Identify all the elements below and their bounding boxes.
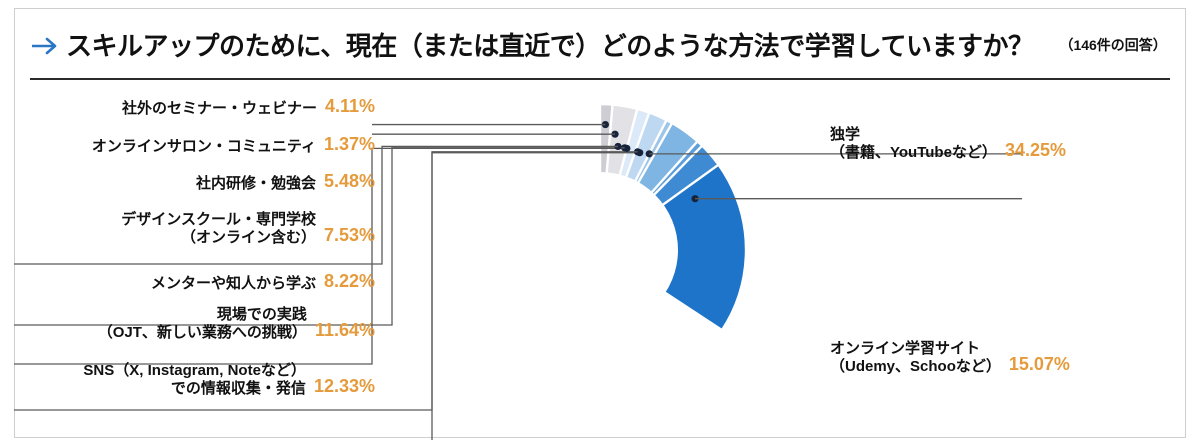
header-divider — [30, 78, 1170, 80]
slice-ojt-leader-line — [14, 151, 638, 411]
donut-hole — [522, 172, 678, 328]
slice-design-school-leader-line — [14, 147, 625, 326]
callout-label-jigaku: 独学 （書籍、YouTubeなど） — [830, 126, 997, 161]
callout-percent-online-salon: 1.37% — [323, 134, 375, 154]
donut-slice-group — [598, 102, 748, 332]
callout-percent-mentor: 8.22% — [323, 271, 375, 291]
callout-label-external-seminar: 社外のセミナー・ウェビナー — [121, 99, 317, 117]
callout-label-internal-training: 社内研修・勉強会 — [195, 174, 316, 192]
callout-slice-design-school: デザインスクール・専門学校 （オンライン含む） 7.53% — [0, 211, 375, 246]
slice-ojt-marker — [633, 148, 642, 156]
callout-slice-online-learning: オンライン学習サイト （Udemy、Schooなど） 15.07% — [830, 340, 1070, 375]
callout-percent-ojt: 11.64% — [314, 320, 375, 341]
callout-slice-external-seminar: 社外のセミナー・ウェビナー 4.11% — [0, 96, 375, 117]
callout-label-ojt: 現場での実践 （OJT、新しい業務への挑戦） — [97, 306, 307, 341]
callout-slice-sns: SNS（X, Instagram, Noteなど） での情報収集・発信 12.3… — [0, 362, 375, 397]
callout-slice-mentor: メンターや知人から学ぶ 8.22% — [0, 271, 375, 292]
frame-border-top — [14, 8, 1186, 9]
frame-border-right — [1185, 8, 1186, 438]
callout-slice-online-salon: オンラインサロン・コミュニティ 1.37% — [0, 134, 375, 155]
callout-percent-sns: 12.33% — [313, 376, 375, 397]
response-count: （146件の回答） — [1059, 37, 1167, 53]
frame-border-bottom — [14, 437, 1186, 438]
arrow-right-icon — [32, 37, 57, 55]
callout-percent-external-seminar: 4.11% — [324, 96, 375, 116]
callout-label-design-school: デザインスクール・専門学校 （オンライン含む） — [121, 211, 316, 246]
callout-percent-online-learning: 15.07% — [1008, 354, 1070, 375]
callout-label-online-learning: オンライン学習サイト （Udemy、Schooなど） — [830, 340, 1001, 375]
page-title: スキルアップのために、現在（または直近で）どのような方法で学習していますか？ — [66, 31, 1034, 61]
callout-percent-design-school: 7.53% — [323, 225, 375, 246]
slice-online-salon-marker — [601, 120, 610, 129]
callout-slice-ojt: 現場での実践 （OJT、新しい業務への挑戦） 11.64% — [0, 306, 375, 341]
slice-internal-training-marker — [614, 142, 622, 151]
callout-label-mentor: メンターや知人から学ぶ — [150, 274, 316, 292]
slice-internal-training-leader-line — [14, 145, 619, 265]
frame-border-left — [14, 8, 15, 438]
leader-line-group — [14, 120, 1022, 440]
callout-slice-internal-training: 社内研修・勉強会 5.48% — [0, 171, 375, 192]
callout-label-sns: SNS（X, Instagram, Noteなど） での情報収集・発信 — [83, 362, 306, 397]
callout-label-online-salon: オンラインサロン・コミュニティ — [91, 137, 316, 155]
donut-chart — [0, 80, 1200, 440]
donut-chart-svg — [14, 102, 1022, 440]
callout-slice-jigaku: 独学 （書籍、YouTubeなど） 34.25% — [830, 126, 1066, 161]
callout-percent-internal-training: 5.48% — [323, 171, 375, 191]
chart-header: スキルアップのために、現在（または直近で）どのような方法で学習していますか？ （… — [30, 22, 1176, 70]
callout-percent-jigaku: 34.25% — [1004, 140, 1066, 161]
